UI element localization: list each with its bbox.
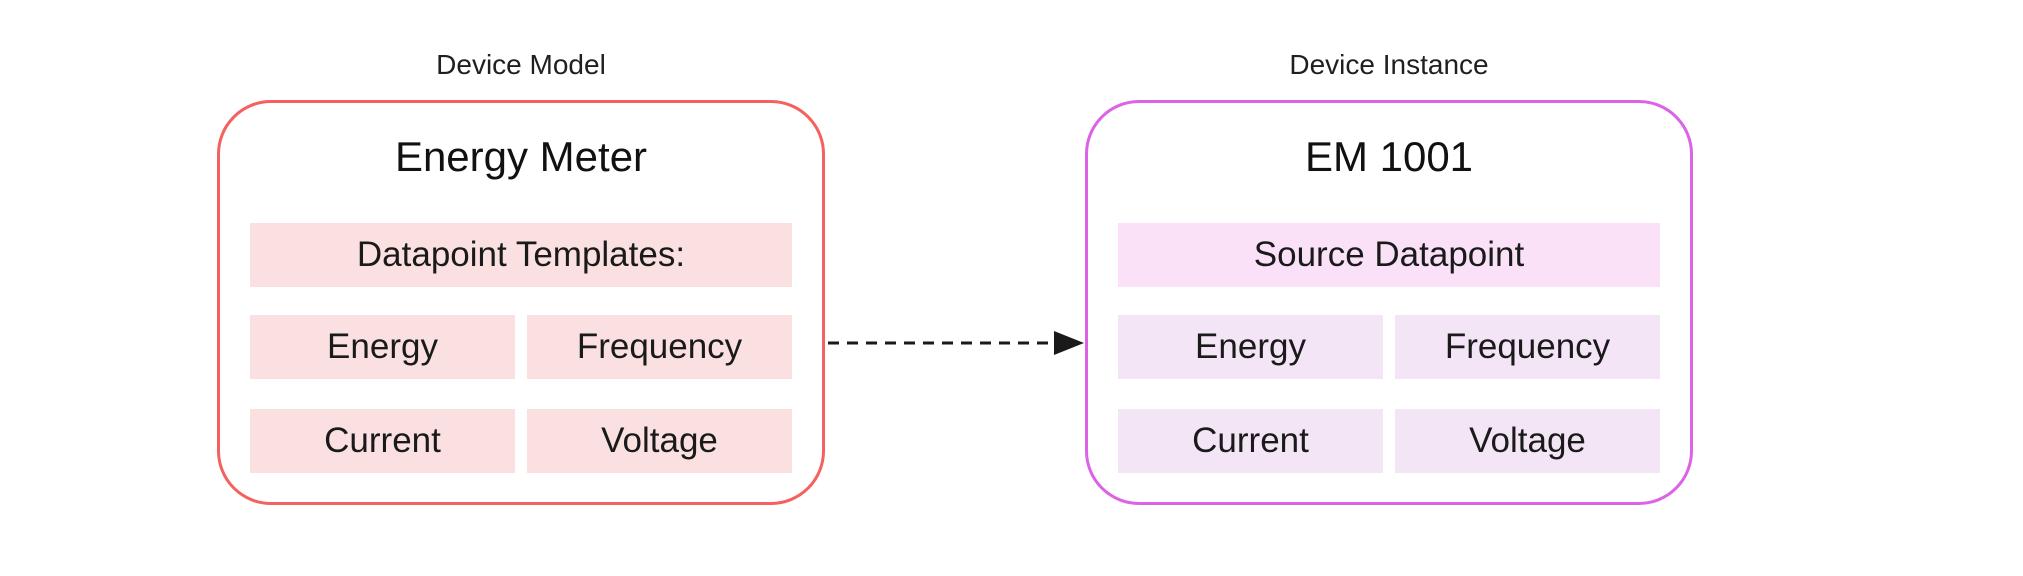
datapoint-templates-banner: Datapoint Templates: [250, 223, 792, 288]
instance-chip-energy: Energy [1118, 315, 1383, 380]
device-model-title: Energy Meter [394, 133, 648, 180]
model-chip-frequency: Frequency [527, 315, 792, 380]
device-instance-label: Device Instance [1289, 49, 1489, 80]
model-chip-grid: Energy Frequency Current Voltage [250, 315, 792, 474]
device-model-label: Device Model [436, 49, 606, 80]
model-chip-energy: Energy [250, 315, 515, 380]
source-datapoint-banner: Source Datapoint [1118, 223, 1660, 288]
instance-chip-voltage: Voltage [1395, 409, 1660, 474]
model-chip-current: Current [250, 409, 515, 474]
instance-chip-grid: Energy Frequency Current Voltage [1118, 315, 1660, 474]
device-instance-title: EM 1001 [1304, 133, 1474, 180]
instance-chip-frequency: Frequency [1395, 315, 1660, 380]
arrow-head-icon [1054, 331, 1084, 355]
instance-chip-current: Current [1118, 409, 1383, 474]
model-chip-voltage: Voltage [527, 409, 792, 474]
device-instance-card: EM 1001 Source Datapoint Energy Frequenc… [1085, 100, 1693, 505]
model-to-instance-arrow [828, 331, 1084, 355]
device-model-card: Energy Meter Datapoint Templates: Energy… [217, 100, 825, 505]
